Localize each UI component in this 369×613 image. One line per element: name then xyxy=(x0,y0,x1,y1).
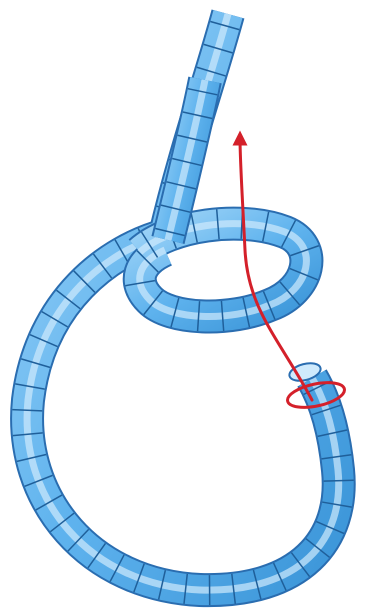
rope xyxy=(12,14,353,605)
rope-segment xyxy=(324,480,354,481)
